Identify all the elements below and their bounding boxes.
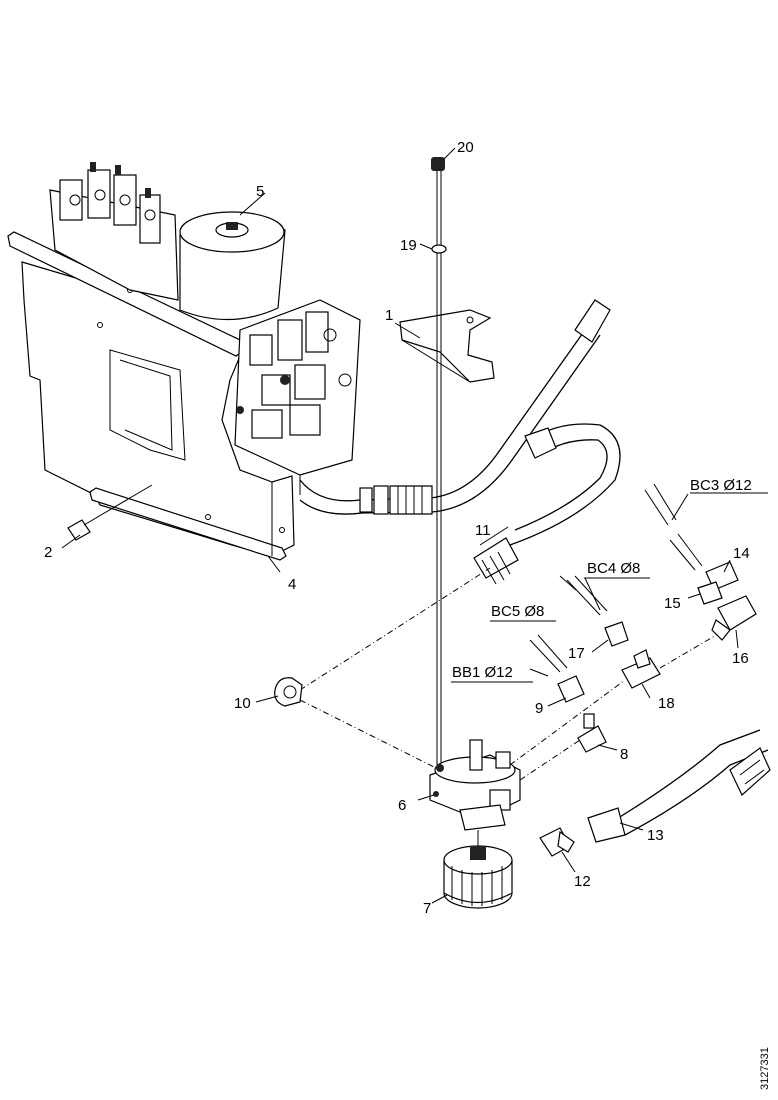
callout-2: 2 xyxy=(44,544,52,561)
callout-4: 4 xyxy=(288,576,296,593)
upper-hose xyxy=(299,299,611,515)
fitting-17 xyxy=(604,621,629,647)
callout-20: 20 xyxy=(457,139,474,156)
callout-8: 8 xyxy=(620,746,628,763)
callout-6: 6 xyxy=(398,797,406,814)
callout-9: 9 xyxy=(535,700,543,717)
callout-16: 16 xyxy=(732,650,749,667)
threaded-rod xyxy=(431,157,447,765)
fitting-15 xyxy=(697,581,723,605)
valve-block-upper xyxy=(49,162,179,301)
callout-17: 17 xyxy=(568,645,585,662)
elbow-16 xyxy=(711,595,757,641)
callout-13: 13 xyxy=(647,827,664,844)
bracket xyxy=(399,309,495,383)
callout-15: 15 xyxy=(664,595,681,612)
routing-lines xyxy=(299,567,726,781)
callout-1: 1 xyxy=(385,307,393,324)
relay-valve-6 xyxy=(429,739,521,831)
tube-label-bc5: BC5 Ø8 xyxy=(491,603,544,620)
tube-label-bc3: BC3 Ø12 xyxy=(690,477,752,494)
tube-label-bc4: BC4 Ø8 xyxy=(587,560,640,577)
air-dryer-cartridge xyxy=(179,211,286,321)
valve-block-main xyxy=(234,299,361,495)
callout-10: 10 xyxy=(234,695,251,712)
callout-18: 18 xyxy=(658,695,675,712)
bolt-2 xyxy=(67,484,153,541)
fitting-10 xyxy=(274,677,303,707)
callout-11: 11 xyxy=(475,522,491,539)
fitting-12 xyxy=(539,827,575,857)
fitting-9 xyxy=(557,675,585,703)
callout-19: 19 xyxy=(400,237,417,254)
callout-7: 7 xyxy=(423,900,431,917)
leader-lines xyxy=(61,147,768,904)
filter-7 xyxy=(443,830,513,909)
tee-18 xyxy=(621,649,661,689)
drawing-reference: 3127331 xyxy=(759,1047,771,1090)
tube-label-bb1: BB1 Ø12 xyxy=(452,664,513,681)
callout-5: 5 xyxy=(256,183,264,200)
hose-13 xyxy=(587,729,771,843)
callout-12: 12 xyxy=(574,873,591,890)
mounting-plate xyxy=(7,231,295,561)
callout-14: 14 xyxy=(733,545,750,562)
tube-stubs xyxy=(529,483,703,673)
hose-11 xyxy=(473,423,621,585)
